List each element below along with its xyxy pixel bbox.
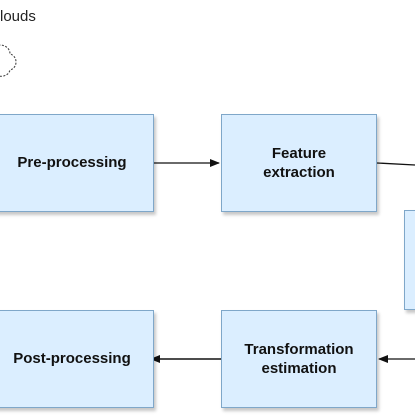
postprocessing-label: Post-processing — [13, 350, 131, 368]
offscreen-right-node — [404, 210, 415, 310]
point-clouds-caption: louds — [0, 8, 36, 25]
transformation-label-line2: estimation — [261, 360, 337, 377]
preprocessing-label: Pre-processing — [17, 154, 127, 172]
transformation-estimation-node: Transformation estimation — [221, 310, 377, 408]
feature-extraction-label-line2: extraction — [263, 164, 335, 181]
transformation-label-line1: Transformation — [244, 340, 354, 358]
postprocessing-node: Post-processing — [0, 310, 154, 408]
preprocessing-node: Pre-processing — [0, 114, 154, 212]
edge-feature-to-next — [376, 162, 415, 166]
feature-extraction-label-line1: Feature — [271, 144, 327, 162]
feature-extraction-node: Feature extraction — [221, 114, 377, 212]
